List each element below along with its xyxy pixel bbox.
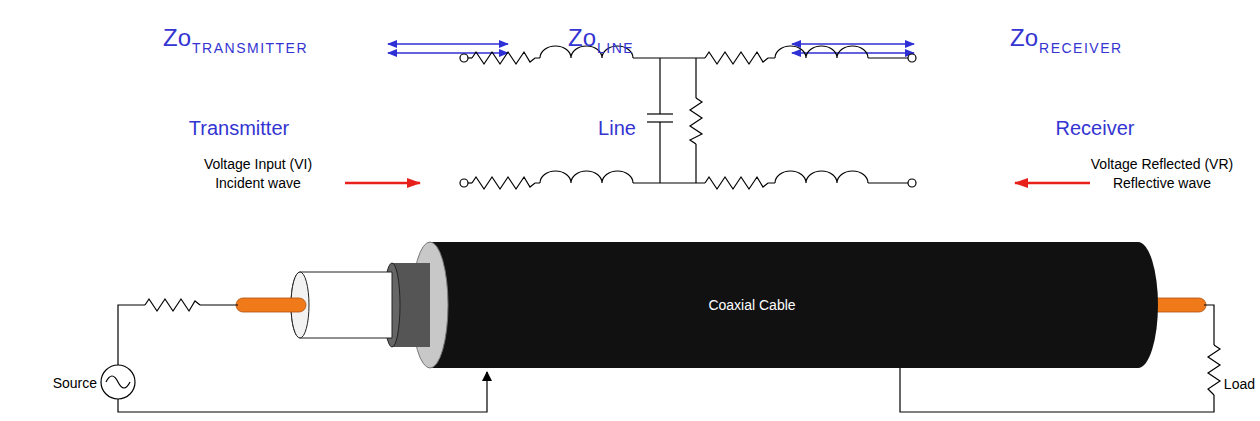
line-model-schematic-part-part [472, 52, 540, 64]
wave-arrows-part [1015, 182, 1090, 185]
wave-arrows [345, 182, 1090, 185]
source-circuit-part [101, 365, 135, 399]
impedance-subscript: TRANSMITTER [192, 40, 308, 56]
line-model-schematic-part-part [633, 57, 705, 58]
source-circuit-part [145, 299, 200, 311]
impedance-symbol: Zo [163, 24, 191, 52]
line-model-schematic-part-part [775, 46, 868, 58]
line-model-schematic-part [647, 113, 673, 114]
line-model-schematic [460, 46, 916, 189]
source-circuit-part [200, 304, 238, 305]
source-circuit-part [118, 372, 487, 412]
line-model-schematic-part [460, 46, 916, 64]
impedance-symbol: Zo [568, 24, 596, 52]
load-circuit-part [1204, 305, 1214, 345]
line-model-schematic-part [690, 98, 702, 144]
source-circuit-part [118, 305, 145, 365]
wave-label: Incident wave [215, 175, 301, 191]
impedance-subscript: RECEIVER [1039, 40, 1123, 56]
section-label: Line [598, 117, 636, 140]
line-model-schematic-part [695, 58, 696, 98]
impedance-arrows-part [388, 52, 508, 54]
coaxial-cable-part [430, 242, 1158, 368]
impedance-arrows-part [388, 43, 508, 45]
wave-label: Voltage Reflected (VR) [1091, 156, 1233, 172]
load-circuit-part [1208, 345, 1220, 395]
line-model-schematic-part [460, 171, 916, 189]
line-model-schematic-part-part [460, 54, 468, 62]
coaxial-cable [236, 242, 1206, 368]
wave-label: Reflective wave [1113, 175, 1211, 191]
impedance-arrows-part [792, 43, 914, 45]
line-model-schematic-part-part [705, 52, 775, 64]
line-model-schematic-part [659, 58, 660, 114]
line-model-schematic-part-part [868, 57, 908, 58]
component-label: Source [53, 375, 97, 391]
line-model-schematic-part [695, 144, 696, 183]
load-circuit [900, 305, 1220, 412]
section-label: Transmitter [189, 117, 289, 140]
wave-arrows-part [345, 182, 420, 185]
impedance-subscript: LINE [597, 40, 634, 56]
source-circuit [101, 299, 487, 412]
impedance-symbol: Zo [1010, 24, 1038, 52]
component-label: Load [1224, 376, 1255, 392]
source-circuit-part [106, 376, 130, 388]
line-model-schematic-part-part [908, 54, 916, 62]
line-model-schematic-part [659, 122, 660, 183]
impedance-arrows-part [792, 52, 914, 54]
section-label: Receiver [1056, 117, 1135, 140]
coaxial-cable-part [236, 298, 306, 312]
load-circuit-part [900, 368, 1214, 412]
line-model-schematic-part-part [468, 57, 472, 58]
cable-label: Coaxial Cable [708, 297, 795, 313]
wave-label: Voltage Input (VI) [204, 156, 312, 172]
